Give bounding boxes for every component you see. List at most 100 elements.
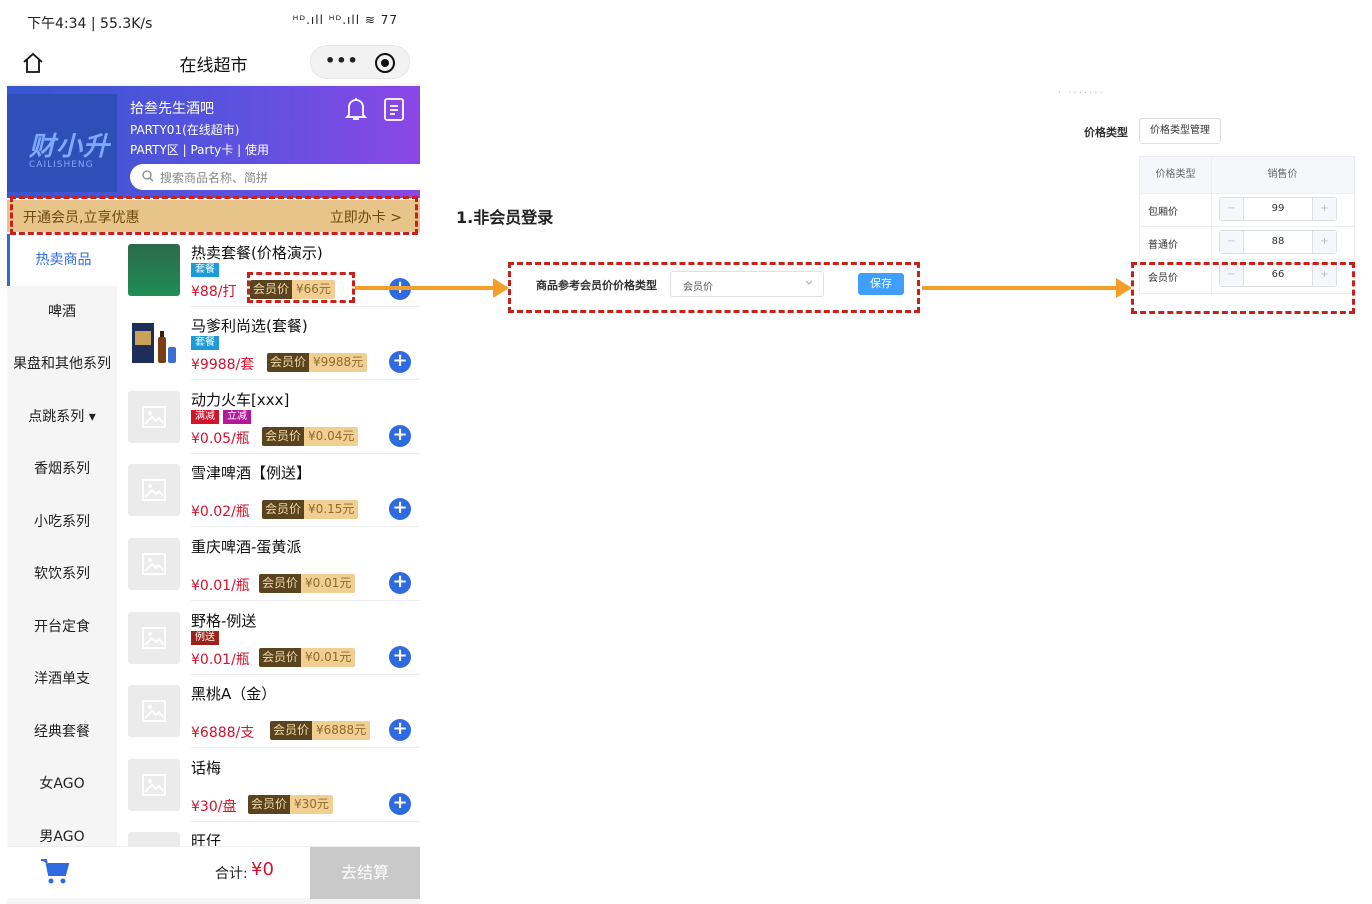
- vip-price: ¥6888元: [312, 721, 371, 740]
- product-item[interactable]: 话梅 ¥30/盘 会员价 ¥30元 +: [117, 749, 420, 822]
- product-name: 热卖套餐(价格演示): [191, 244, 323, 262]
- search-input[interactable]: 搜索商品名称、简拼: [130, 164, 420, 190]
- vip-label: 会员价: [250, 280, 293, 299]
- product-image: [128, 464, 180, 516]
- more-icon[interactable]: •••: [325, 51, 359, 70]
- product-tag: 套餐: [191, 263, 219, 277]
- price-value[interactable]: 88: [1271, 236, 1285, 247]
- bell-icon[interactable]: [345, 96, 367, 122]
- column-header: 销售价: [1211, 157, 1354, 193]
- minus-icon[interactable]: −: [1220, 264, 1244, 286]
- image-placeholder-icon: [142, 479, 166, 501]
- product-price: ¥0.01/瓶: [191, 652, 250, 668]
- price-stepper[interactable]: − 99 +: [1219, 197, 1337, 221]
- product-tag: 例送: [191, 631, 219, 645]
- product-item[interactable]: 黑桃A（金） ¥6888/支 会员价 ¥6888元 +: [117, 675, 420, 748]
- add-to-cart-button[interactable]: +: [389, 793, 411, 815]
- divider: [191, 379, 420, 380]
- product-item[interactable]: 热卖套餐(价格演示) 套餐 ¥88/打 会员价 ¥66元 +: [117, 234, 420, 307]
- vip-price: ¥30元: [290, 795, 333, 814]
- add-to-cart-button[interactable]: +: [389, 425, 411, 447]
- member-promo-strip[interactable]: 开通会员,立享优惠 立即办卡 >: [7, 200, 420, 232]
- category-item[interactable]: 洋酒单支: [34, 671, 90, 687]
- divider: [191, 600, 420, 601]
- category-item[interactable]: 开台定食: [34, 619, 90, 635]
- vip-price: ¥0.01元: [301, 574, 356, 593]
- category-item[interactable]: 啤酒: [48, 304, 76, 320]
- product-image: [128, 612, 180, 664]
- plus-icon[interactable]: +: [1312, 264, 1336, 286]
- cart-icon[interactable]: [39, 857, 71, 885]
- product-item[interactable]: 动力火车[xxx] 满减 立减 ¥0.05/瓶 会员价 ¥0.04元 +: [117, 381, 420, 454]
- price-row-name: 包厢价: [1148, 207, 1178, 218]
- price-value[interactable]: 66: [1271, 269, 1285, 280]
- product-item[interactable]: 野格-例送 例送 ¥0.01/瓶 会员价 ¥0.01元 +: [117, 602, 420, 675]
- category-sidebar: 热卖商品 啤酒 果盘和其他系列 点跳系列 ▾ 香烟系列 小吃系列 软饮系列 开台…: [7, 234, 117, 846]
- price-row-name: 普通价: [1148, 240, 1178, 251]
- product-price: ¥0.01/瓶: [191, 578, 250, 594]
- product-image: [128, 759, 180, 811]
- home-icon[interactable]: [21, 51, 45, 75]
- product-item[interactable]: 雪津啤酒【例送】 ¥0.02/瓶 会员价 ¥0.15元 +: [117, 454, 420, 527]
- price-stepper[interactable]: − 88 +: [1219, 230, 1337, 254]
- save-button[interactable]: 保存: [858, 273, 904, 295]
- vip-price-badge: 会员价 ¥30元: [248, 795, 333, 814]
- checkout-button[interactable]: 去结算: [310, 847, 420, 899]
- category-item[interactable]: 男AGO: [39, 829, 85, 845]
- plus-icon[interactable]: +: [1312, 198, 1336, 220]
- vip-price-badge: 会员价 ¥0.04元: [262, 427, 359, 446]
- image-placeholder-icon: [142, 774, 166, 796]
- cart-bar: 合计: ¥0 去结算: [7, 846, 420, 899]
- close-target-icon[interactable]: [375, 53, 395, 73]
- minus-icon[interactable]: −: [1220, 198, 1244, 220]
- chevron-down-icon: [805, 280, 813, 285]
- add-to-cart-button[interactable]: +: [389, 498, 411, 520]
- vip-price: ¥0.01元: [301, 648, 356, 667]
- price-type-manage-button[interactable]: 价格类型管理: [1139, 118, 1221, 144]
- apply-card-link[interactable]: 立即办卡 >: [329, 210, 402, 226]
- add-to-cart-button[interactable]: +: [389, 351, 411, 373]
- price-row-name: 会员价: [1148, 273, 1178, 284]
- add-to-cart-button[interactable]: +: [389, 646, 411, 668]
- store-logo: 财小升 CAILISHENG: [7, 94, 117, 192]
- category-item[interactable]: 女AGO: [39, 776, 85, 792]
- plus-icon[interactable]: +: [1312, 231, 1336, 253]
- store-name: 拾叁先生酒吧: [130, 101, 214, 117]
- order-list-icon[interactable]: [383, 96, 405, 122]
- minus-icon[interactable]: −: [1220, 231, 1244, 253]
- status-icons: ᴴᴰ.ıll ᴴᴰ.ıll ≋ 77: [292, 13, 398, 27]
- highlight-config-row: [508, 262, 920, 313]
- category-item[interactable]: 软饮系列: [34, 566, 90, 582]
- category-item[interactable]: 经典套餐: [34, 724, 90, 740]
- highlight-member-price-row: [1131, 262, 1355, 314]
- divider: [191, 526, 420, 527]
- price-type-selected: 会员价: [683, 282, 713, 293]
- store-info: PARTY区 | Party卡 | 使用: [130, 143, 269, 157]
- price-type-select[interactable]: 会员价: [670, 271, 824, 297]
- config-label: 商品参考会员价价格类型: [536, 279, 657, 292]
- image-placeholder-icon: [142, 627, 166, 649]
- vip-label: 会员价: [259, 574, 302, 593]
- divider: [1140, 259, 1354, 260]
- add-to-cart-button[interactable]: +: [389, 572, 411, 594]
- product-image: [128, 317, 180, 369]
- flow-arrow: [355, 278, 509, 298]
- category-item[interactable]: 小吃系列: [34, 514, 90, 530]
- add-to-cart-button[interactable]: +: [389, 719, 411, 741]
- category-item[interactable]: 点跳系列 ▾: [28, 409, 96, 425]
- product-price: ¥30/盘: [191, 799, 237, 815]
- status-time: 下午4:34 | 55.3K/s: [27, 16, 153, 32]
- product-item[interactable]: 马爹利尚选(套餐) 套餐 ¥9988/套 会员价 ¥9988元 +: [117, 307, 420, 380]
- price-value[interactable]: 99: [1271, 203, 1285, 214]
- nav-bar: 在线超市 •••: [7, 42, 420, 84]
- category-item[interactable]: 香烟系列: [34, 461, 90, 477]
- highlight-member-strip: [10, 196, 418, 235]
- phone-screen: 下午4:34 | 55.3K/s ᴴᴰ.ıll ᴴᴰ.ıll ≋ 77 在线超市…: [7, 0, 420, 904]
- vip-price-badge: 会员价 ¥0.01元: [259, 574, 356, 593]
- highlight-vip-price: [247, 272, 355, 303]
- product-price: ¥0.02/瓶: [191, 504, 250, 520]
- product-name: 话梅: [191, 759, 222, 777]
- category-item[interactable]: 果盘和其他系列: [13, 356, 111, 372]
- category-item[interactable]: 热卖商品: [7, 234, 117, 286]
- product-item[interactable]: 重庆啤酒-蛋黄派 ¥0.01/瓶 会员价 ¥0.01元 +: [117, 528, 420, 601]
